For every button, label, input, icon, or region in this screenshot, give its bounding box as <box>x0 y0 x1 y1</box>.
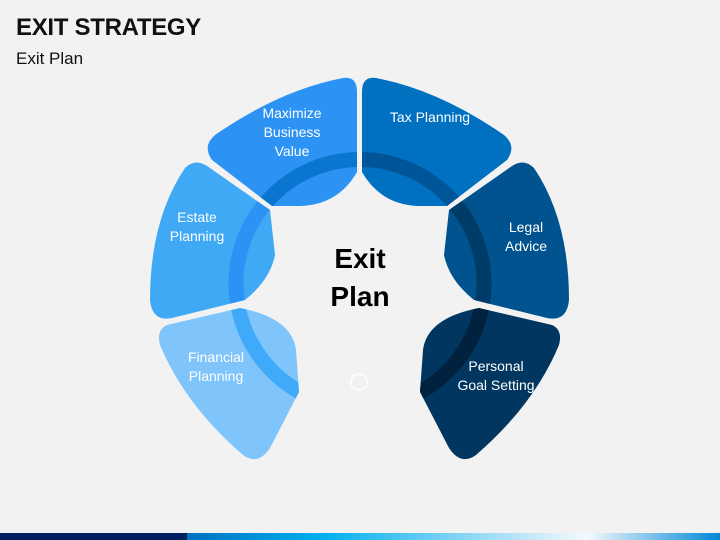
segment-label-maximize-business-value[interactable]: Maximize Business Value <box>227 104 357 161</box>
segment-label-legal-advice[interactable]: Legal Advice <box>461 218 591 256</box>
segment-label-personal-goal-setting[interactable]: Personal Goal Setting <box>431 357 561 395</box>
footer-bar <box>0 533 720 540</box>
label-line: Business <box>263 124 321 140</box>
segment-personal-goal-setting[interactable] <box>236 159 561 460</box>
slide-title: EXIT STRATEGY <box>16 14 202 41</box>
label-line: Planning <box>188 368 244 384</box>
segment-label-estate-planning[interactable]: Estate Planning <box>132 208 262 246</box>
center-title-line: Exit <box>334 243 386 274</box>
label-line: Planning <box>169 228 225 244</box>
label-line: Value <box>274 143 310 159</box>
label-line: Goal Setting <box>457 377 535 393</box>
slide-subtitle: Exit Plan <box>16 49 84 68</box>
center-dot-icon <box>350 373 368 391</box>
footer-bar-gradient <box>187 533 720 540</box>
segment-label-financial-planning[interactable]: Financial Planning <box>151 348 281 386</box>
segment-financial-planning[interactable] <box>158 159 484 460</box>
label-line: Personal <box>468 358 524 374</box>
label-line: Maximize <box>262 105 322 121</box>
label-line: Tax Planning <box>389 109 471 125</box>
label-line: Legal <box>508 219 544 235</box>
label-line: Financial <box>187 349 245 365</box>
label-line: Estate <box>177 209 217 225</box>
segment-ring-arc <box>228 308 299 399</box>
segment-label-tax-planning[interactable]: Tax Planning <box>365 108 495 127</box>
segment-ring-arc <box>420 308 492 399</box>
center-title-line: Plan <box>330 281 390 312</box>
label-line: Advice <box>504 238 548 254</box>
center-title: Exit Plan <box>300 240 420 316</box>
footer-bar-dark <box>0 533 187 540</box>
